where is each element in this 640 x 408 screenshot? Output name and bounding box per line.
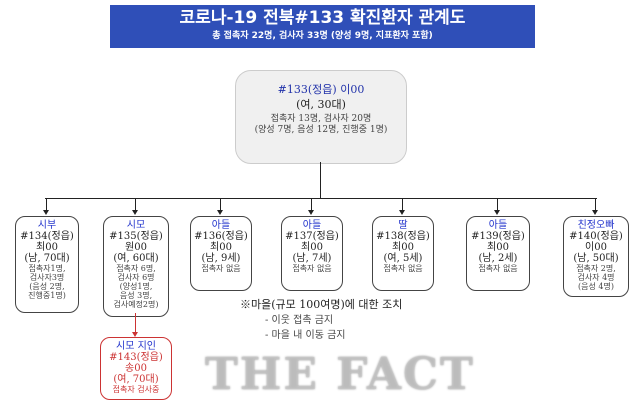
connector-branch bbox=[46, 198, 47, 210]
node-relation: 아들 bbox=[488, 220, 508, 231]
arrow-icon bbox=[494, 210, 500, 215]
connector-branch bbox=[311, 198, 312, 210]
connector-vertical bbox=[320, 162, 321, 198]
note-item: - 마을 내 이동 금지 bbox=[265, 330, 346, 341]
arrow-icon bbox=[592, 210, 598, 215]
node-age: (남, 9세) bbox=[201, 253, 241, 264]
root-contacts: 접촉자 13명, 검사자 20명 bbox=[270, 114, 372, 124]
node-detail: 검사자 6명 bbox=[117, 273, 155, 282]
connector-red bbox=[135, 313, 136, 333]
connector-branch bbox=[595, 198, 596, 210]
node-5: 아들 #139(정읍) 최00 (남, 2세)접촉자 없음 bbox=[466, 216, 530, 291]
node-2: 아들 #136(정읍) 최00 (남, 9세)접촉자 없음 bbox=[190, 216, 252, 291]
node-detail: 진행중1명) bbox=[28, 291, 66, 300]
node-age: (여, 5세) bbox=[383, 253, 423, 264]
node-6: 친정오빠 #140(정읍) 이00 (남, 50대)접촉자 2명,검사자 4명(… bbox=[563, 216, 629, 297]
node-4: 딸 #138(정읍) 최00 (여, 5세)접촉자 없음 bbox=[372, 216, 434, 291]
note-title: ※마을(규모 100여명)에 대한 조치 bbox=[240, 298, 403, 311]
node-relation: 친정오빠 bbox=[577, 220, 615, 231]
node-3: 아들 #137(정읍) 최00 (남, 7세)접촉자 없음 bbox=[281, 216, 343, 291]
node-relation: 시모 bbox=[126, 220, 146, 231]
diagram-subtitle: 총 접촉자 22명, 검사자 33명 (양성 9명, 지표환자 포함) bbox=[212, 31, 433, 41]
connector-branch bbox=[135, 198, 136, 210]
node-detail: (음성 4명) bbox=[578, 282, 614, 291]
node-name: 최00 bbox=[36, 242, 58, 253]
node-name: 송00 bbox=[125, 363, 147, 374]
node-detail: 접촉자 6명, bbox=[116, 264, 156, 273]
watermark-logo: THE FACT bbox=[205, 349, 475, 400]
node-detail: 접촉자 없음 bbox=[383, 264, 423, 273]
node-detail: 접촉자 검사중 bbox=[112, 385, 160, 394]
node-detail: 음성 3명, bbox=[119, 291, 153, 300]
node-detail: 검사자 4명 bbox=[577, 273, 615, 282]
node-age: (남, 70대) bbox=[24, 253, 70, 264]
node-detail: 접촉자 없음 bbox=[201, 264, 241, 273]
node-name: 원00 bbox=[125, 242, 147, 253]
node-detail: 검사자3명 bbox=[29, 273, 65, 282]
node-0: 시부 #134(정읍) 최00 (남, 70대)접촉자1명,검사자3명(음성 2… bbox=[15, 216, 79, 313]
arrow-icon bbox=[43, 210, 49, 215]
node-age: (남, 7세) bbox=[292, 253, 332, 264]
node-relation: 아들 bbox=[302, 220, 322, 231]
root-id: #133(정읍) 이00 bbox=[277, 83, 365, 96]
node-relation: 시모 지인 bbox=[116, 341, 156, 352]
node-name: 이00 bbox=[585, 242, 607, 253]
node-id: #143(정읍) bbox=[109, 352, 163, 363]
node-relation: 아들 bbox=[211, 220, 231, 231]
node-name: 최00 bbox=[301, 242, 323, 253]
note-item: - 이웃 접촉 금지 bbox=[265, 315, 334, 326]
node-1: 시모 #135(정읍) 원00 (여, 60대)접촉자 6명,검사자 6명(양성… bbox=[103, 216, 169, 317]
node-sub: 시모 지인 #143(정읍) 송00 (여, 70대) 접촉자 검사중 bbox=[100, 337, 172, 400]
arrow-icon bbox=[132, 210, 138, 215]
node-detail: 접촉자1명, bbox=[28, 264, 66, 273]
node-name: 최00 bbox=[487, 242, 509, 253]
node-age: (남, 2세) bbox=[478, 253, 518, 264]
node-detail: 접촉자 2명, bbox=[576, 264, 616, 273]
node-age: (남, 50대) bbox=[573, 253, 619, 264]
root-node: #133(정읍) 이00 (여, 30대) 접촉자 13명, 검사자 20명 (… bbox=[235, 70, 407, 164]
node-relation: 시부 bbox=[37, 220, 57, 231]
arrow-icon bbox=[217, 210, 223, 215]
node-id: #134(정읍) bbox=[20, 231, 74, 242]
node-id: #140(정읍) bbox=[569, 231, 623, 242]
node-age: (여, 60대) bbox=[113, 253, 159, 264]
node-id: #138(정읍) bbox=[376, 231, 430, 242]
node-detail: 접촉자 없음 bbox=[478, 264, 518, 273]
root-results: (양성 7명, 음성 12명, 진행중 1명) bbox=[254, 125, 388, 135]
node-detail: (음성 2명, bbox=[29, 282, 65, 291]
root-age: (여, 30대) bbox=[296, 98, 346, 111]
node-id: #136(정읍) bbox=[194, 231, 248, 242]
village-note: ※마을(규모 100여명)에 대한 조치 - 이웃 접촉 금지 - 마을 내 이… bbox=[240, 298, 402, 342]
diagram-title: 코로나-19 전북#133 확진환자 관계도 bbox=[179, 8, 466, 28]
node-detail: (양성1명, bbox=[119, 282, 153, 291]
node-name: 최00 bbox=[210, 242, 232, 253]
node-name: 최00 bbox=[392, 242, 414, 253]
node-age: (여, 70대) bbox=[113, 374, 159, 385]
connector-branch bbox=[402, 198, 403, 210]
connector-branch bbox=[497, 198, 498, 210]
node-id: #137(정읍) bbox=[285, 231, 339, 242]
node-id: #135(정읍) bbox=[109, 231, 163, 242]
node-relation: 딸 bbox=[398, 220, 408, 231]
title-banner: 코로나-19 전북#133 확진환자 관계도 총 접촉자 22명, 검사자 33… bbox=[110, 5, 535, 48]
connector-branch bbox=[220, 198, 221, 210]
arrow-icon bbox=[399, 210, 405, 215]
connector-horizontal bbox=[45, 198, 597, 199]
arrow-icon bbox=[132, 332, 138, 337]
node-id: #139(정읍) bbox=[471, 231, 525, 242]
node-detail: 검사예정2명) bbox=[113, 300, 159, 309]
arrow-icon bbox=[308, 210, 314, 215]
node-detail: 접촉자 없음 bbox=[292, 264, 332, 273]
